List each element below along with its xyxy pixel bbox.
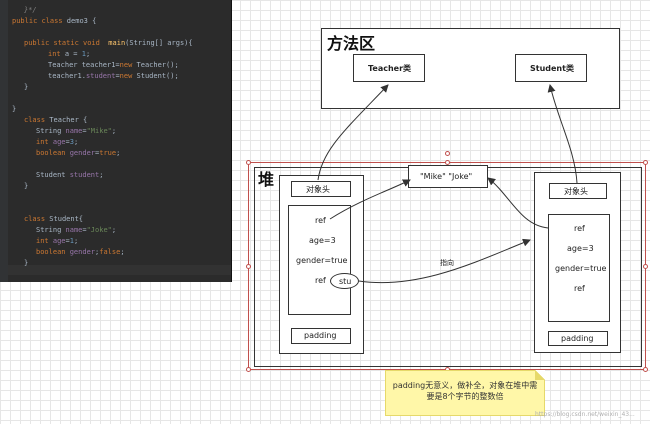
code-line: }*/ — [24, 6, 37, 14]
code-line: Teacher teacher1=new Teacher(); — [48, 61, 179, 69]
code-line: } — [24, 182, 29, 190]
resize-handle[interactable] — [445, 160, 450, 165]
student-field-ref: ref — [574, 224, 585, 233]
teacher-field-ref2: ref — [315, 276, 326, 285]
resize-handle[interactable] — [246, 367, 251, 372]
teacher-class-box — [353, 54, 425, 82]
points-to-label: 指向 — [440, 259, 454, 267]
teacher-header-label: 对象头 — [306, 185, 330, 194]
code-editor-panel: }*/ public class demo3 { public static voi… — [0, 0, 232, 282]
code-line: } — [12, 105, 17, 113]
teacher-field-gender: gender=true — [296, 256, 348, 265]
code-line: Student student; — [36, 171, 104, 179]
code-line: int age=3; — [36, 138, 79, 146]
teacher-ref-to-string-arrow — [329, 179, 411, 220]
code-line: boolean gender=true; — [36, 149, 121, 157]
padding-note: padding无意义，做补全，对象在堆中需 要是8个字节的整数倍 — [385, 370, 545, 416]
watermark: https://blog.csdn.net/weixin_43... — [535, 411, 635, 418]
student-ref-to-string-arrow — [487, 177, 549, 229]
resize-handle[interactable] — [643, 160, 648, 165]
student-field-age: age=3 — [567, 244, 594, 253]
note-line-1: padding无意义，做补全，对象在堆中需 — [392, 381, 538, 390]
student-field-ref2: ref — [574, 284, 585, 293]
student-to-class-arrow — [547, 84, 578, 184]
code-line: public class demo3 { — [12, 17, 97, 25]
code-line: int a = 1; — [48, 50, 91, 58]
editor-gutter — [0, 0, 8, 282]
stu-to-student-arrow — [358, 238, 531, 284]
teacher-header-box — [291, 181, 351, 197]
stu-ellipse — [330, 273, 359, 289]
student-class-box — [515, 54, 587, 82]
code-line: int age=1; — [36, 237, 79, 245]
code-line: } — [24, 259, 29, 267]
student-padding-label: padding — [561, 334, 594, 343]
method-area-title: 方法区 — [327, 34, 376, 53]
teacher-padding-label: padding — [304, 331, 337, 340]
code-line: class Student{ — [24, 215, 84, 223]
code-line: } — [24, 83, 29, 91]
string-pool-label: "Mike" "Joke" — [420, 172, 473, 181]
code-line: String name="Joke"; — [36, 226, 117, 234]
teacher-padding-box — [291, 328, 351, 344]
resize-handle[interactable] — [643, 264, 648, 269]
note-line-2: 要是8个字节的整数倍 — [426, 392, 504, 401]
student-fields-box — [548, 214, 610, 322]
student-padding-box — [548, 331, 608, 346]
teacher-class-label: Teacher类 — [368, 64, 412, 73]
teacher-to-class-arrow — [317, 84, 389, 181]
student-header-box — [549, 183, 607, 199]
current-line-highlight — [0, 265, 231, 275]
stu-label: stu — [339, 277, 352, 286]
student-class-label: Student类 — [530, 64, 574, 73]
teacher-fields-box — [288, 205, 351, 315]
code-line: public static void main(String[] args){ — [24, 39, 193, 47]
code-line: class Teacher { — [24, 116, 88, 124]
student-header-label: 对象头 — [564, 187, 588, 196]
resize-handle[interactable] — [246, 160, 251, 165]
teacher-field-ref: ref — [315, 216, 326, 225]
rotate-handle[interactable] — [445, 151, 450, 156]
code-line: boolean gender;false; — [36, 248, 125, 256]
string-pool-box — [408, 165, 488, 188]
heap-title: 堆 — [258, 170, 275, 189]
student-field-gender: gender=true — [555, 264, 607, 273]
resize-handle[interactable] — [643, 367, 648, 372]
resize-handle[interactable] — [246, 264, 251, 269]
code-line: teacher1.student=new Student(); — [48, 72, 179, 80]
teacher-field-age: age=3 — [309, 236, 336, 245]
code-line: String name="Mike"; — [36, 127, 117, 135]
